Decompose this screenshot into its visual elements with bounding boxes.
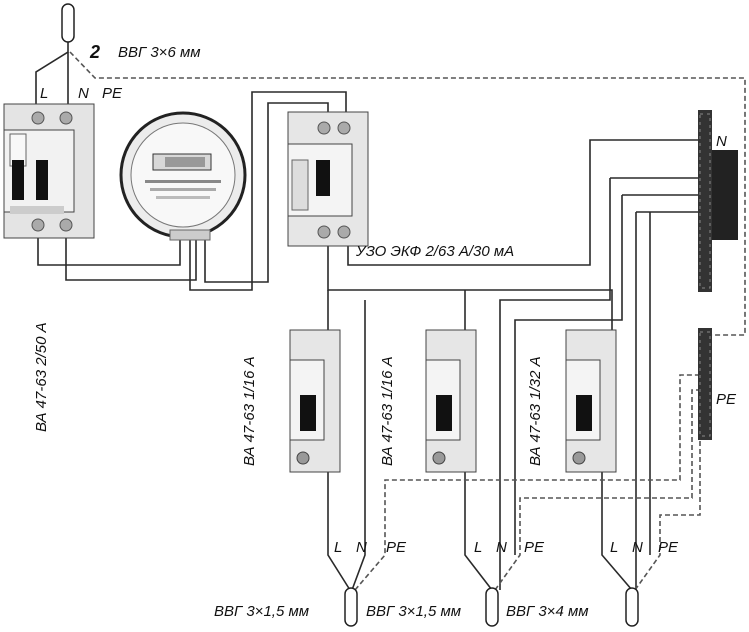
out2-cable-label: ВВГ 3×1,5 мм: [366, 603, 461, 620]
out1-cable-label: ВВГ 3×1,5 мм: [214, 603, 309, 620]
main-breaker-label: ВА 47-63 2/50 А: [33, 322, 50, 432]
out2-N-label: N: [496, 539, 507, 556]
out1-N-label: N: [356, 539, 367, 556]
branch-breaker-label-1: ВА 47-63 1/16 А: [241, 356, 258, 466]
main-L-label: L: [40, 85, 48, 102]
out1-L-label: L: [334, 539, 342, 556]
wires: [35, 40, 746, 591]
output-cable-end-1: [344, 587, 358, 627]
rcd-label: УЗО ЭКФ 2/63 А/30 мА: [355, 243, 514, 260]
branch-breaker-3: [565, 329, 617, 473]
input-number-label: 2: [89, 42, 100, 62]
main-breaker: [3, 103, 95, 239]
branch-breaker-2: [425, 329, 477, 473]
branch-breaker-label-2: ВА 47-63 1/16 А: [379, 356, 396, 466]
input-cable-end: [61, 3, 75, 43]
electric-meter: [119, 111, 247, 241]
out2-PE-label: PE: [524, 539, 545, 556]
labels: 2 ВВГ 3×6 мм L N PE УЗО ЭКФ 2/63 А/30 мА…: [33, 42, 737, 620]
input-cable-label: ВВГ 3×6 мм: [118, 44, 201, 61]
neutral-bus-label: N: [716, 133, 727, 150]
out2-L-label: L: [474, 539, 482, 556]
out3-L-label: L: [610, 539, 618, 556]
main-PE-label: PE: [102, 85, 123, 102]
out1-PE-label: PE: [386, 539, 407, 556]
main-N-label: N: [78, 85, 89, 102]
output-cable-end-3: [625, 587, 639, 627]
neutral-bus: [698, 110, 738, 292]
branch-breaker-1: [289, 329, 341, 473]
output-cable-end-2: [485, 587, 499, 627]
pe-bus: [698, 328, 712, 440]
out3-N-label: N: [632, 539, 643, 556]
out3-cable-label: ВВГ 3×4 мм: [506, 603, 589, 620]
cable-ends: [61, 3, 639, 627]
out3-PE-label: PE: [658, 539, 679, 556]
pe-bus-label: PE: [716, 391, 737, 408]
rcd-device: [287, 111, 369, 247]
branch-breaker-label-3: ВА 47-63 1/32 А: [527, 356, 544, 466]
